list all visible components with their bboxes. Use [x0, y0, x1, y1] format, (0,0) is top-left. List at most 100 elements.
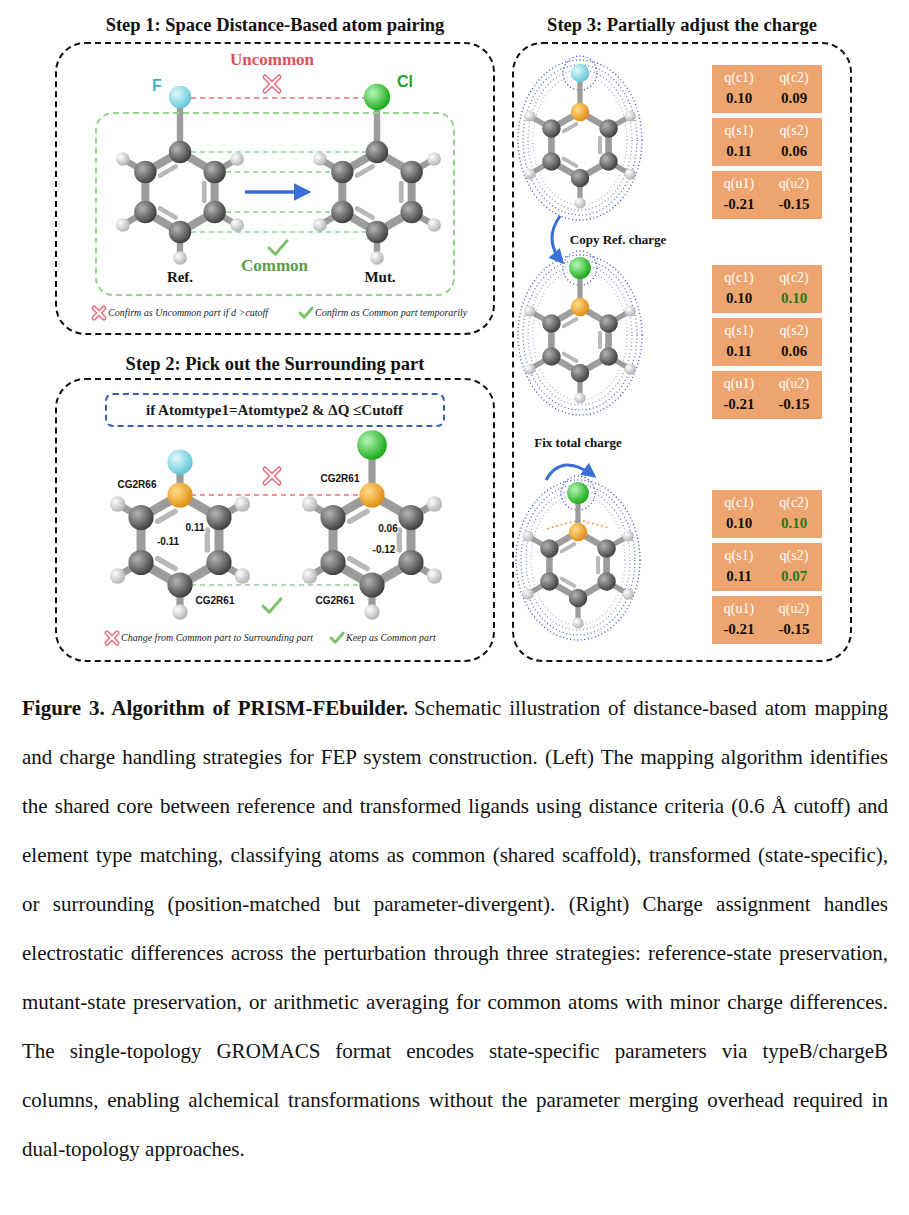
- molecule-figure: [524, 64, 636, 209]
- carbon-atom: [134, 201, 156, 223]
- charge-value: 0.06: [767, 341, 822, 361]
- charge-value: 0.11: [712, 141, 767, 161]
- charge-cell: q(c1)q(c2)0.100.10: [712, 490, 822, 538]
- bond: [562, 544, 575, 551]
- step-heading: Step 1: Space Distance-Based atom pairin…: [57, 14, 493, 36]
- atom-annotation: CG2R61: [320, 473, 361, 484]
- carbon-atom: [398, 505, 423, 530]
- carbon-atom: [542, 347, 560, 365]
- halogen-atom: [571, 64, 589, 82]
- charge-value: 0.10: [712, 88, 767, 108]
- legend-text: Confirm as Common part temporarily: [315, 307, 467, 318]
- hydrogen-atom: [427, 152, 441, 166]
- molecule-figure: [313, 84, 441, 265]
- molecule-figure: [302, 430, 442, 619]
- bond: [357, 209, 373, 218]
- surface-dots: [565, 523, 567, 525]
- carbon-atom: [206, 505, 231, 530]
- cross-icon: [94, 308, 104, 318]
- hydrogen-atom: [173, 251, 187, 265]
- step-arrow: [546, 465, 594, 480]
- pairing-line: [226, 211, 331, 213]
- carbon-atom: [320, 550, 345, 575]
- figure-label: Fix total charge: [534, 436, 621, 450]
- figure-label: Mut.: [364, 269, 395, 286]
- figure-label: Copy Ref. charge: [570, 233, 666, 247]
- charge-value: 0.10: [767, 513, 822, 533]
- figure-label: Cl: [397, 73, 413, 91]
- carbon-atom: [128, 550, 153, 575]
- halogen-atom: [567, 482, 589, 504]
- pairing-line: [191, 584, 361, 586]
- check-icon: [263, 599, 281, 613]
- atom-annotation: CG2R66: [117, 479, 158, 490]
- bond: [598, 333, 602, 348]
- hydrogen-atom: [302, 568, 317, 583]
- charge-cell: q(c1)q(c2)0.100.09: [712, 65, 822, 113]
- hydrogen-atom: [116, 218, 130, 232]
- bond: [596, 558, 600, 573]
- transform-arrow: [245, 190, 308, 194]
- surface-dots: [552, 526, 554, 528]
- surface-dots: [547, 527, 549, 529]
- carbon-atom: [542, 152, 560, 170]
- hydrogen-atom: [625, 305, 636, 316]
- hydrogen-atom: [427, 218, 441, 232]
- carbon-atom: [571, 298, 589, 316]
- hydrogen-atom: [364, 604, 379, 619]
- carbon-atom: [540, 572, 558, 590]
- charge-value: -0.21: [712, 619, 767, 639]
- carbon-atom: [331, 161, 353, 183]
- charge-header: q(c2): [767, 493, 822, 513]
- check-icon: [269, 241, 287, 255]
- charge-cell: q(s1)q(s2)0.110.06: [712, 118, 822, 166]
- charge-cell: q(u1)q(u2)-0.21-0.15: [712, 596, 822, 644]
- carbon-atom: [167, 482, 192, 507]
- cross-icon: [265, 77, 279, 91]
- surface-dots: [583, 520, 585, 522]
- pairing-line: [191, 97, 366, 99]
- carbon-atom: [597, 572, 615, 590]
- carbon-atom: [400, 161, 422, 183]
- carbon-atom: [597, 539, 615, 557]
- carbon-atom: [203, 161, 225, 183]
- figure-label: Uncommon: [230, 51, 314, 70]
- hydrogen-atom: [427, 496, 442, 511]
- carbon-atom: [542, 119, 560, 137]
- charge-header: q(s1): [712, 321, 767, 341]
- halogen-atom: [364, 84, 390, 110]
- carbon-atom: [320, 505, 345, 530]
- atom-annotation: -0.12: [372, 544, 397, 555]
- hydrogen-atom: [524, 110, 535, 121]
- charge-header: q(c1): [712, 493, 767, 513]
- carbon-atom: [599, 119, 617, 137]
- cross-icon: [107, 633, 117, 643]
- charge-value: 0.10: [712, 513, 767, 533]
- hydrogen-atom: [625, 110, 636, 121]
- halogen-atom: [357, 430, 387, 460]
- bond: [399, 183, 404, 201]
- legend-item: Confirm as Common part temporarily: [315, 305, 467, 321]
- step-panel: Step 1: Space Distance-Based atom pairin…: [55, 42, 495, 335]
- charge-value: 0.07: [767, 566, 822, 586]
- molecule-figure: [110, 449, 250, 619]
- carbon-atom: [366, 221, 388, 243]
- surface-dots: [516, 480, 640, 640]
- bond: [350, 511, 367, 521]
- check-icon: [300, 308, 312, 317]
- bond: [160, 209, 176, 218]
- hydrogen-atom: [522, 530, 533, 541]
- surface-dots: [518, 255, 642, 415]
- carbon-atom: [571, 364, 589, 382]
- charge-header: q(s2): [767, 546, 822, 566]
- surface-dots: [523, 260, 637, 410]
- carbon-atom: [569, 523, 587, 541]
- figure-label: Ref.: [167, 269, 193, 286]
- charge-header: q(c2): [767, 268, 822, 288]
- surface-dots: [601, 525, 603, 527]
- carbon-atom: [359, 572, 384, 597]
- bond: [202, 183, 207, 201]
- hydrogen-atom: [623, 588, 634, 599]
- halogen-atom: [167, 449, 192, 474]
- surface-dots: [518, 60, 642, 220]
